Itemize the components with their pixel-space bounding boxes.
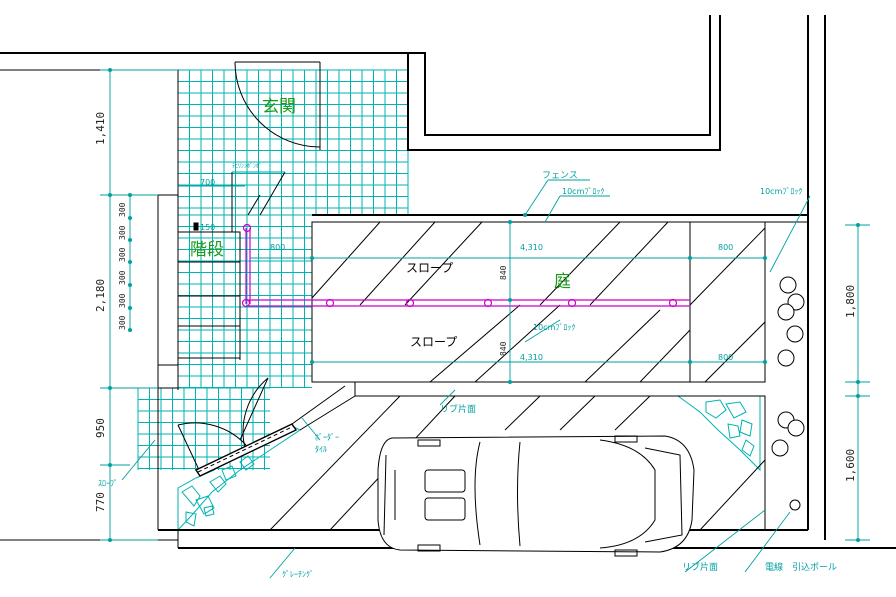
garden-slope-hatch [311, 221, 766, 383]
annotation-fence: フェンス [542, 171, 578, 181]
annotation-block-right: 10cmﾌﾞﾛｯｸ [760, 187, 802, 196]
entrance-tile-grid [137, 69, 409, 470]
stair-dim-4: 300 [118, 270, 127, 285]
annotation-border-tile-1: ﾎﾞｰﾀﾞｰ [315, 433, 339, 442]
dim-150: 150 [200, 223, 215, 232]
dim-840-b: 840 [499, 341, 508, 356]
annotation-rib-bottom: リブ片面 [682, 561, 718, 573]
dim-950: 950 [94, 418, 107, 438]
dim-1600: 1,600 [844, 449, 857, 482]
handrail [241, 223, 690, 308]
annotation-block-top: 10cmﾌﾞﾛｯｸ [562, 187, 604, 196]
stairs-block [157, 171, 286, 366]
annotation-slope-left: ｽﾛｰﾌﾟ [98, 479, 118, 488]
stair-step-dims: 300 300 300 300 300 300 [118, 202, 127, 330]
entrance-door [234, 61, 321, 150]
annotation-power-pole: 電線 引込ポール [765, 561, 837, 573]
car [377, 435, 695, 557]
dim-770: 770 [94, 492, 107, 512]
annotation-handrail-note: ﾃﾆﾘﾝﾝﾎﾞﾝﾎﾞ [232, 163, 262, 170]
dimension-ticks [108, 68, 860, 542]
dim-800-r2: 800 [718, 353, 733, 362]
dim-4310-b: 4,310 [520, 353, 543, 362]
annotation-border-tile-2: ﾀｲﾙ [315, 445, 327, 454]
dim-2180: 2,180 [94, 279, 107, 312]
annotation-grating: ｸﾞﾚｰﾁﾝｸﾞ [282, 570, 314, 579]
dim-1800: 1,800 [844, 285, 857, 318]
slope-label-lower: スロープ [410, 335, 457, 349]
stair-dim-2: 300 [118, 225, 127, 240]
annotation-block-mid: 10cmﾌﾞﾛｯｸ [533, 323, 575, 332]
room-label-stairs: 階段 [190, 240, 224, 260]
room-label-entrance: 玄関 [262, 97, 296, 117]
dim-1410: 1,410 [94, 112, 107, 145]
room-label-garden: 庭 [554, 272, 571, 292]
annotation-rib-top: リブ片面 [440, 403, 476, 415]
dim-840-a: 840 [499, 265, 508, 280]
stair-dim-5: 300 [118, 293, 127, 308]
shrubs [771, 276, 805, 511]
fence-wall [311, 214, 808, 383]
gate-doors [177, 377, 298, 477]
dim-800-r1: 800 [718, 243, 733, 252]
stair-dim-3: 300 [118, 247, 127, 262]
slope-label-upper: スロープ [406, 261, 453, 275]
dim-800-stair: 800 [270, 243, 285, 252]
stair-dim-1: 300 [118, 202, 127, 217]
dim-4310: 4,310 [520, 243, 543, 252]
dim-700: 700 [200, 178, 215, 187]
stair-dim-6: 300 [118, 315, 127, 330]
